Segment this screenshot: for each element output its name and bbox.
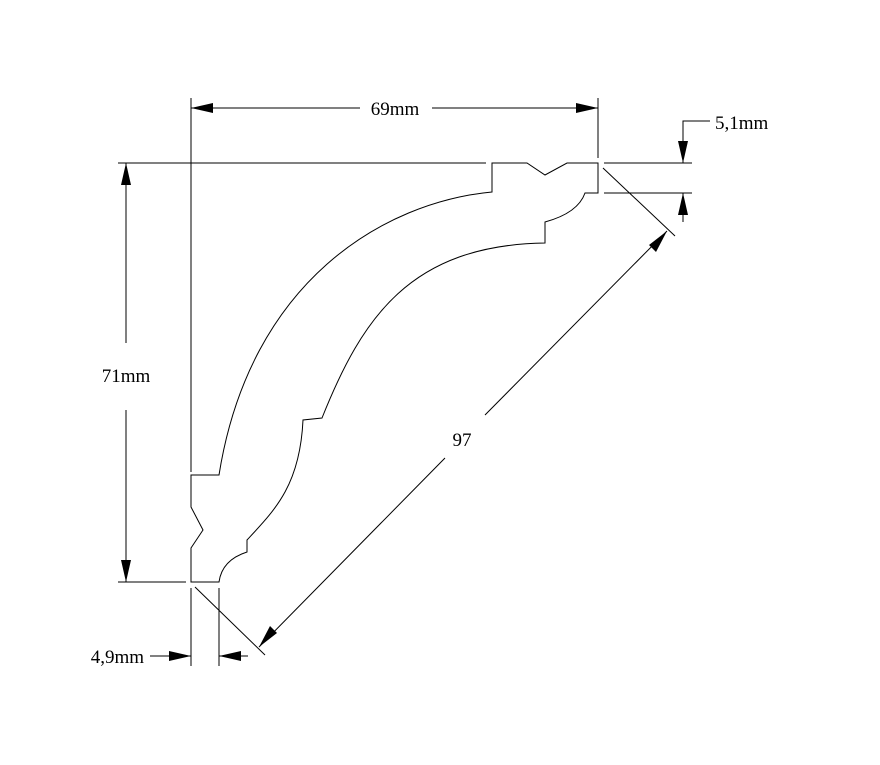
- diagonal-dimension-line-lower: [258, 457, 446, 648]
- bottom-offset-arrow-left: [169, 651, 191, 661]
- height-arrow-top: [121, 163, 131, 185]
- top-offset-arrow-lower: [678, 193, 688, 215]
- width-arrow-right: [576, 103, 598, 113]
- width-label: 69mm: [371, 99, 420, 120]
- height-label: 71mm: [102, 366, 151, 387]
- top-offset-arrow-upper: [678, 141, 688, 163]
- diagonal-extension-bottom: [194, 586, 266, 656]
- height-arrow-bottom: [121, 560, 131, 582]
- molding-profile-outline: [190, 162, 599, 583]
- bottom-offset-label: 4,9mm: [91, 647, 145, 668]
- diagonal-dimension-line-upper: [484, 230, 668, 416]
- diagonal-arrow-top: [649, 231, 667, 252]
- bottom-offset-arrow-right: [219, 651, 241, 661]
- diagonal-arrow-bottom: [259, 626, 277, 647]
- diagonal-extension-top: [602, 167, 676, 237]
- width-arrow-left: [191, 103, 213, 113]
- top-offset-label: 5,1mm: [715, 113, 769, 134]
- diagonal-label: 97: [453, 430, 472, 451]
